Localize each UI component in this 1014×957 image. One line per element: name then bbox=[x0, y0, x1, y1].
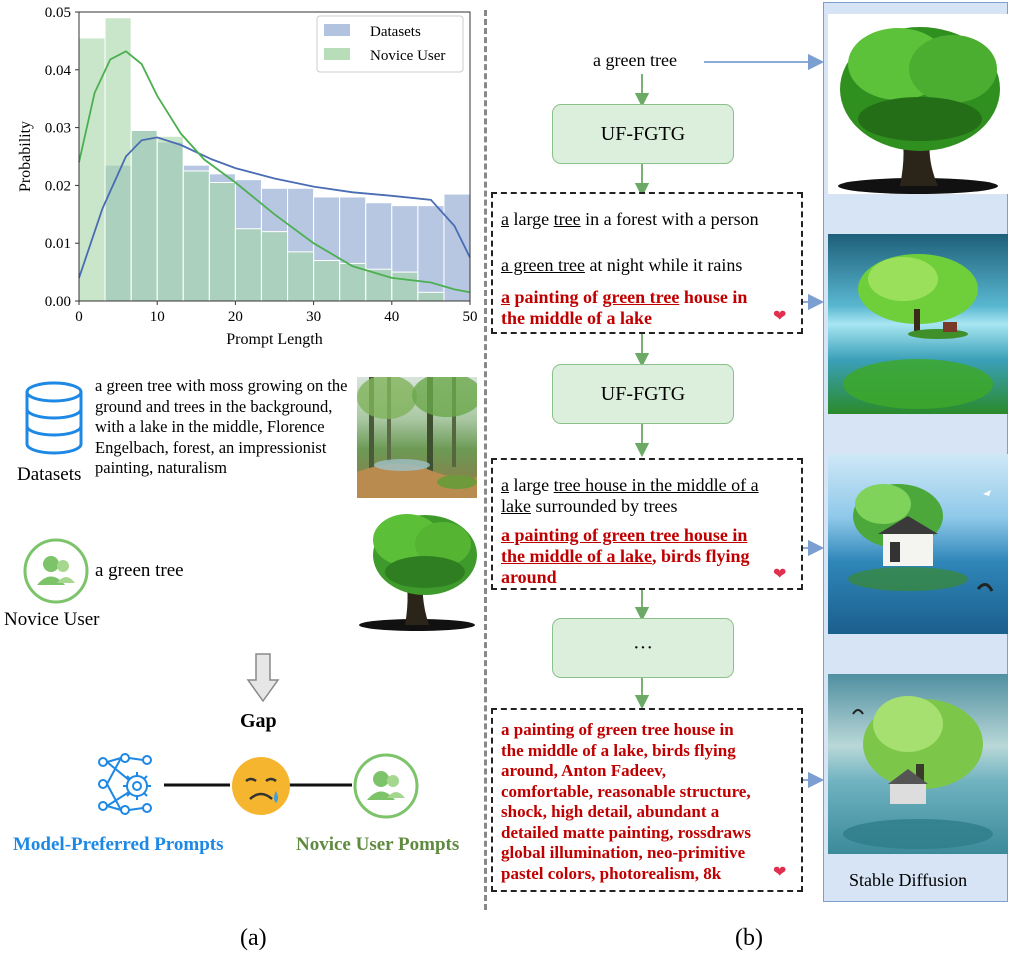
uf-fgtg-module-1: UF-FGTG bbox=[552, 104, 734, 164]
stable-diffusion-label: Stable Diffusion bbox=[849, 870, 968, 890]
x-axis-label: Prompt Length bbox=[226, 331, 322, 348]
novice-prompt: a green tree bbox=[95, 560, 184, 581]
heart-icon: ❤ bbox=[773, 566, 787, 583]
box3-line: around, Anton Fadeev, bbox=[501, 761, 667, 780]
box1-line3: a painting of green tree house in bbox=[501, 287, 748, 307]
output-image-3 bbox=[828, 454, 1008, 634]
x-tick-label: 0 bbox=[75, 309, 83, 325]
legend-box bbox=[316, 15, 464, 73]
histogram-bar bbox=[287, 251, 315, 302]
datasets-label: Datasets bbox=[17, 464, 82, 485]
histogram-bar bbox=[313, 260, 341, 302]
plot-frame bbox=[78, 11, 471, 302]
output-image-3-art bbox=[848, 484, 994, 592]
histogram-bar bbox=[417, 205, 445, 302]
histogram-bar bbox=[417, 291, 445, 302]
box3-line: shock, high detail, abundant a bbox=[501, 802, 720, 821]
novice-user-label: Novice User bbox=[4, 609, 100, 630]
box2-line5: around bbox=[501, 567, 557, 587]
uf-fgtg-module-2: UF-FGTG bbox=[552, 364, 734, 424]
box3-line: detailed matte painting, rossdraws bbox=[501, 822, 751, 842]
histogram-bar bbox=[234, 228, 262, 302]
legend-swatch bbox=[324, 24, 350, 36]
legend-label: Datasets bbox=[370, 24, 421, 40]
datasets-prompt: a green tree with moss growing on the gr… bbox=[95, 376, 348, 477]
output-image-4-art bbox=[843, 696, 993, 849]
box2-line1: a large tree house in the middle of a bbox=[501, 475, 759, 495]
histogram-bar bbox=[208, 182, 236, 302]
histogram-bar bbox=[156, 135, 184, 302]
novice-user-icon bbox=[353, 753, 419, 819]
box3-line: pastel colors, photorealism, 8k bbox=[501, 863, 722, 883]
output-image-2 bbox=[828, 234, 1008, 414]
database-icon bbox=[25, 381, 83, 455]
novice-user-prompts-label: Novice User Pompts bbox=[296, 834, 460, 855]
x-tick-label: 50 bbox=[463, 309, 478, 325]
caption-b: (b) bbox=[735, 925, 763, 951]
y-tick-label: 0.05 bbox=[45, 5, 71, 21]
ellipsis-module: ··· bbox=[552, 618, 734, 678]
heart-icon: ❤ bbox=[773, 308, 787, 325]
box1-line1: a large tree in a forest with a person bbox=[501, 209, 759, 229]
box3-line: comfortable, reasonable structure, bbox=[501, 781, 751, 801]
box1-line4: the middle of a lake bbox=[501, 308, 652, 328]
y-axis-label: Probability bbox=[17, 121, 34, 192]
prompt-box-2: a large tree house in the middle of a la… bbox=[491, 458, 803, 590]
kde-line bbox=[78, 50, 471, 294]
prompt-box-1: a large tree in a forest with a person a… bbox=[491, 192, 803, 334]
output-image-4 bbox=[828, 674, 1008, 854]
panel-divider bbox=[484, 10, 487, 910]
histogram-bar bbox=[443, 193, 471, 302]
y-tick-label: 0.04 bbox=[45, 63, 72, 79]
y-tick-label: 0.02 bbox=[45, 178, 71, 194]
histogram-bar bbox=[104, 17, 132, 302]
histogram-chart: 0 10 20 30 40 50 0.00 0.01 0.02 0.03 0.04 0.05Promp… bbox=[17, 5, 478, 348]
box3-line: global illumination, neo-primitive bbox=[501, 843, 746, 862]
gap-label: Gap bbox=[240, 710, 277, 732]
gap-connector bbox=[164, 783, 352, 787]
forest-image bbox=[357, 377, 477, 498]
input-prompt: a green tree bbox=[593, 50, 677, 70]
tree-image bbox=[355, 510, 477, 631]
box2-line3: a painting of green tree house in bbox=[501, 525, 748, 545]
user-icon bbox=[23, 538, 89, 604]
histogram-bar bbox=[182, 170, 210, 302]
histogram-bar bbox=[260, 231, 289, 302]
sad-face-icon bbox=[232, 757, 290, 815]
neural-network-icon bbox=[98, 753, 152, 815]
histogram-bar bbox=[391, 271, 419, 302]
y-tick-label: 0.01 bbox=[45, 236, 71, 252]
flow-arrows bbox=[634, 74, 650, 710]
caption-a: (a) bbox=[240, 925, 267, 951]
down-arrow-icon bbox=[246, 653, 280, 703]
box2-line2: lake surrounded by trees bbox=[501, 496, 678, 516]
forest-image-art bbox=[357, 377, 477, 498]
x-tick-label: 10 bbox=[150, 309, 165, 325]
tree-image-art bbox=[359, 514, 477, 631]
box3-line: a painting of green tree house in bbox=[501, 720, 734, 739]
output-image-1 bbox=[828, 14, 1008, 194]
x-tick-label: 20 bbox=[228, 309, 243, 325]
legend-swatch bbox=[324, 48, 350, 60]
y-tick-label: 0.00 bbox=[45, 294, 71, 310]
histogram-bar bbox=[130, 129, 158, 302]
x-tick-label: 40 bbox=[384, 309, 399, 325]
box1-line2: a green tree at night while it rains bbox=[501, 255, 743, 275]
model-preferred-prompts-label: Model-Preferred Prompts bbox=[13, 834, 224, 855]
output-image-1-art bbox=[838, 27, 1000, 194]
box3-line: the middle of a lake, birds flying bbox=[501, 740, 736, 760]
legend-label: Novice User bbox=[370, 48, 445, 64]
heart-icon: ❤ bbox=[773, 864, 787, 881]
box2-line4: the middle of a lake, birds flying bbox=[501, 546, 750, 566]
x-tick-label: 30 bbox=[306, 309, 321, 325]
output-image-2-art bbox=[843, 254, 993, 409]
y-tick-label: 0.03 bbox=[45, 121, 71, 137]
kde-line bbox=[78, 136, 471, 279]
